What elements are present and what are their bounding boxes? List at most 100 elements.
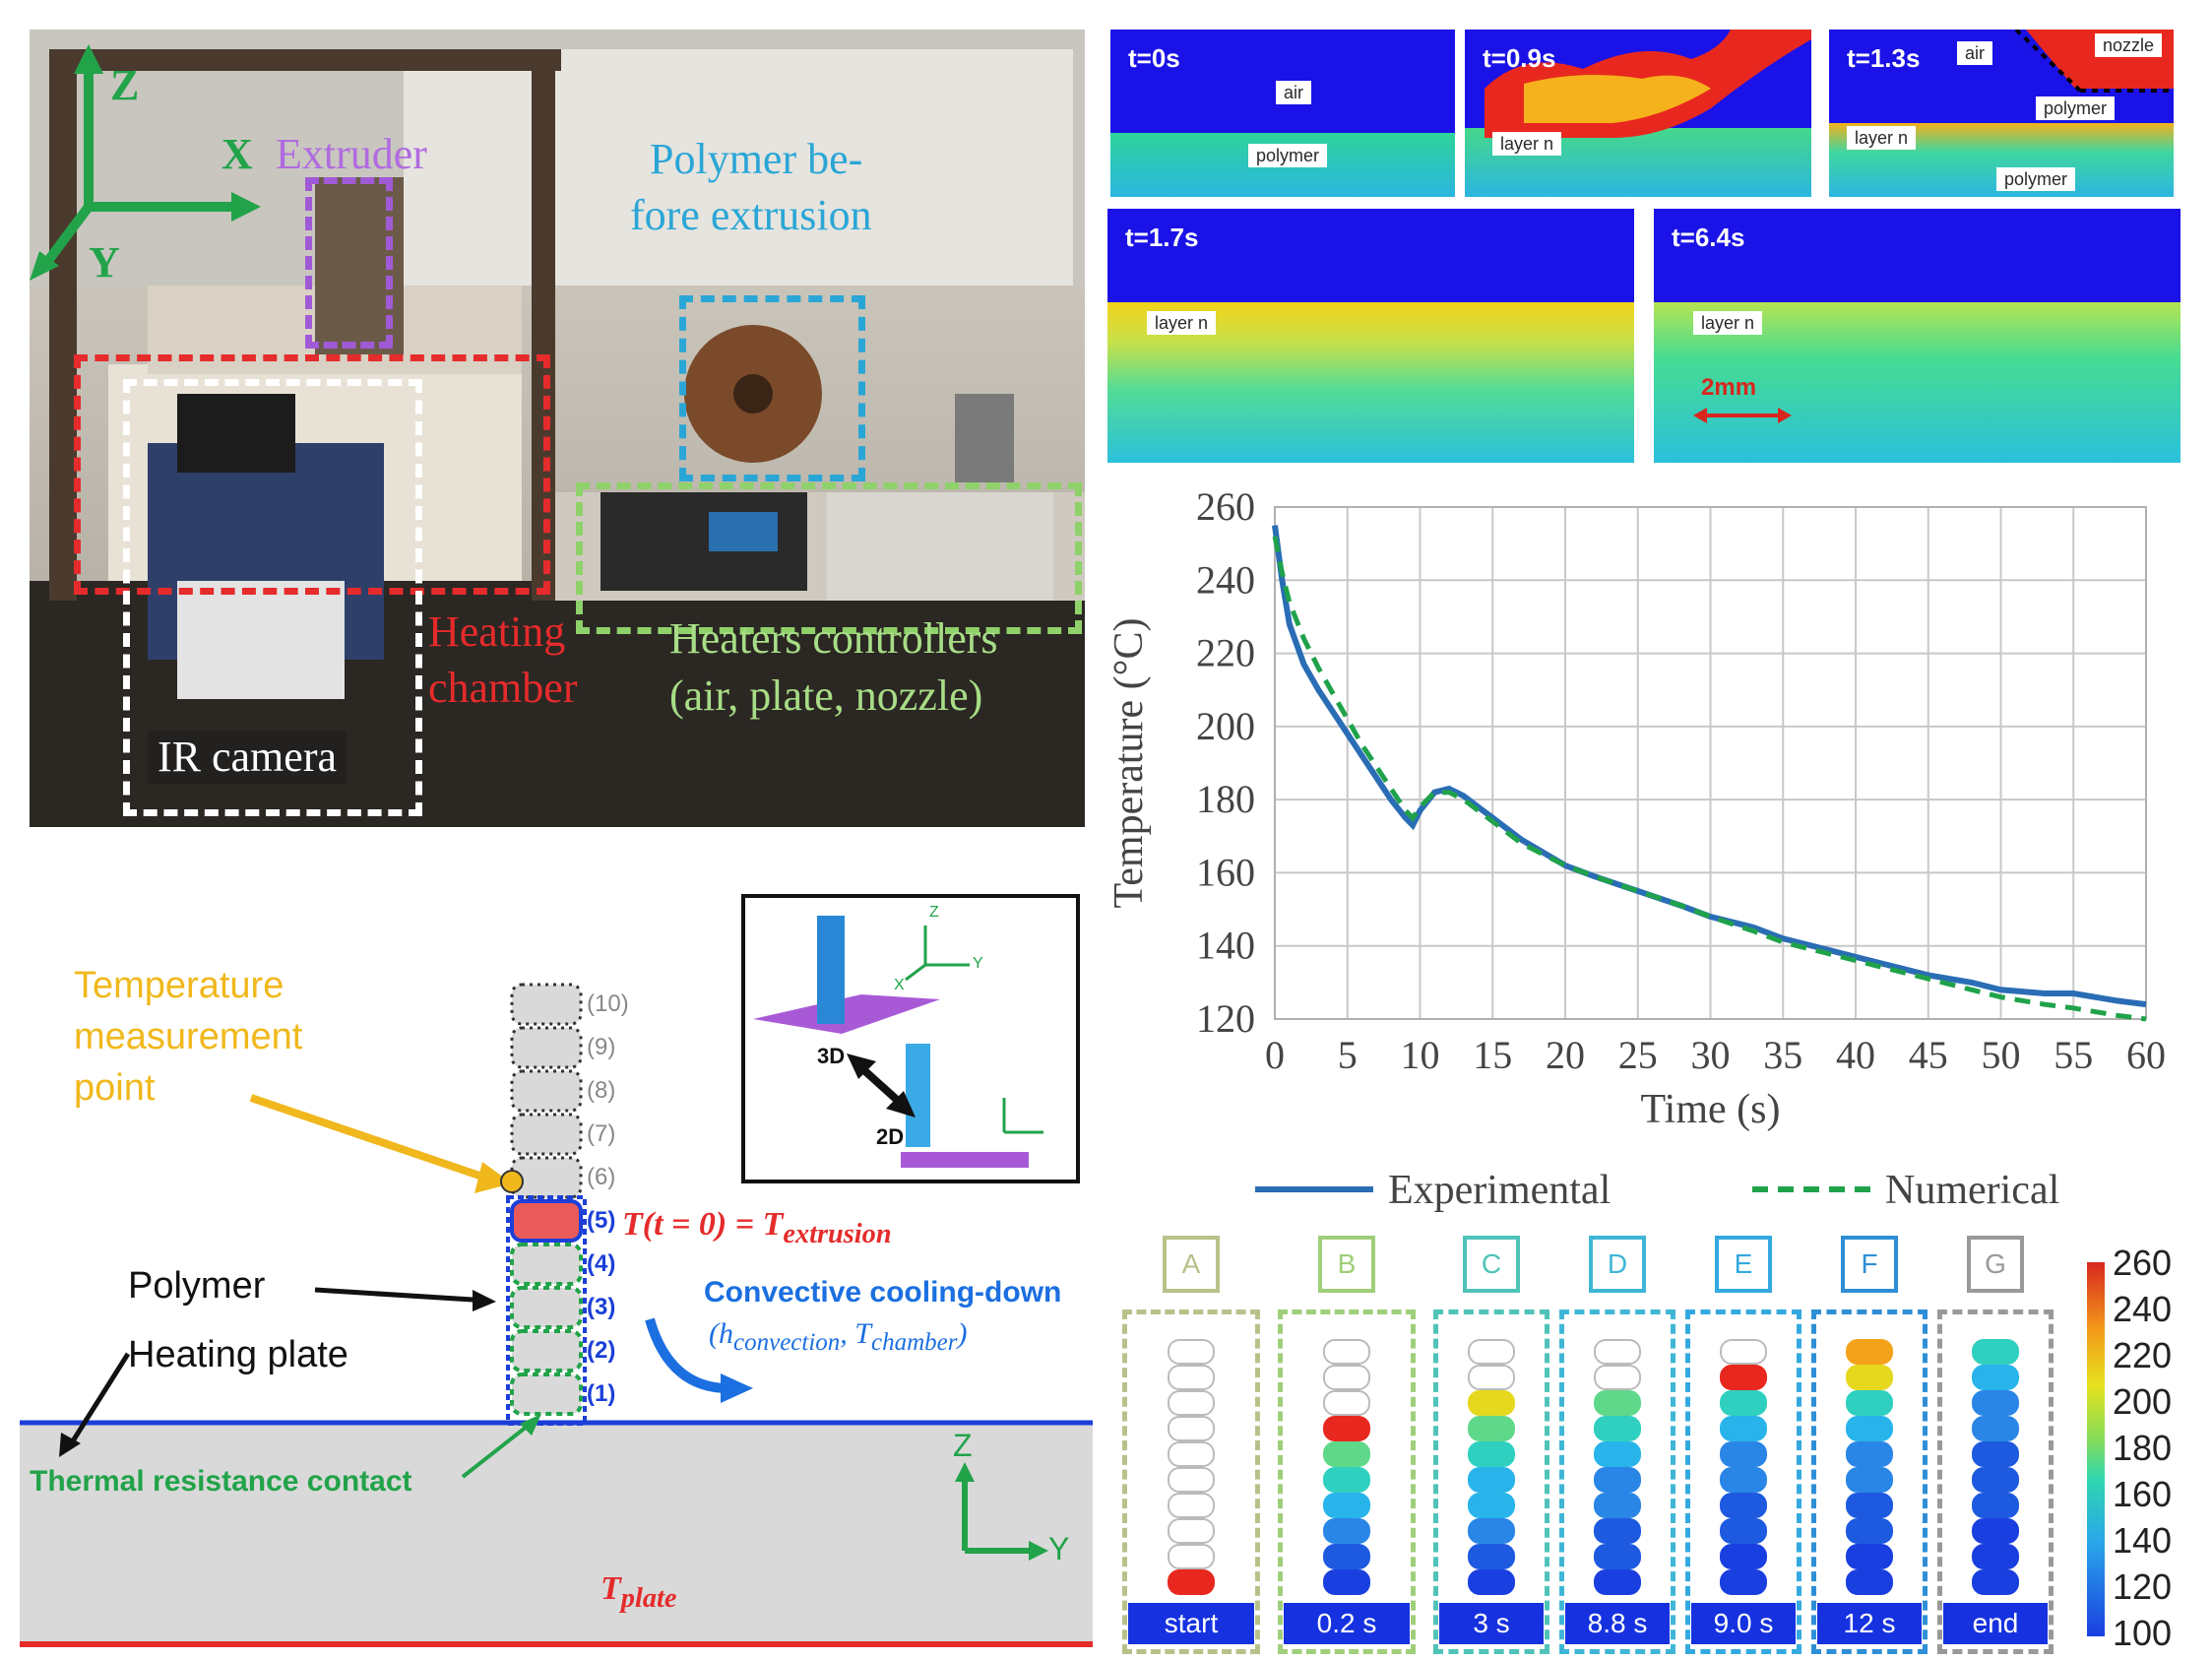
column-time-label: 12 s	[1817, 1603, 1922, 1644]
column-cell	[1846, 1441, 1893, 1467]
sim-tile-t64: t=6.4s layer n 2mm	[1654, 209, 2180, 463]
sim-tag-polymer: polymer	[2036, 96, 2116, 120]
heaters-controllers-box	[576, 482, 1082, 634]
column-cell	[1972, 1544, 2019, 1569]
thermal-contact-label: Thermal resistance contact	[30, 1465, 412, 1498]
column-cell	[1720, 1441, 1767, 1467]
polymer-before-label-2: fore extrusion	[630, 191, 872, 239]
column-cell	[1168, 1390, 1215, 1416]
column-cell	[1323, 1416, 1370, 1441]
scale-label: 2mm	[1701, 374, 1757, 401]
column-cell	[1168, 1339, 1215, 1365]
column-cell	[1168, 1518, 1215, 1544]
column-header: D	[1589, 1236, 1646, 1293]
x-tick-label: 30	[1691, 1033, 1731, 1077]
legend-label: Experimental	[1388, 1168, 1611, 1213]
ir-camera-label: IR camera	[148, 731, 347, 784]
sim-tag-nozzle: nozzle	[2095, 33, 2163, 57]
column-cell	[1323, 1493, 1370, 1518]
column-header: G	[1967, 1236, 2024, 1293]
column-cell	[1972, 1518, 2019, 1544]
column-cell	[1972, 1365, 2019, 1390]
schematic-layer-cell	[510, 1113, 583, 1156]
column-cell	[1594, 1518, 1641, 1544]
column-cell	[1168, 1416, 1215, 1441]
initial-temp-text: T(t = 0) = T	[622, 1206, 784, 1243]
convective-close: )	[957, 1317, 968, 1350]
layer-number: (6)	[587, 1164, 616, 1190]
column-cell	[1720, 1339, 1767, 1365]
convective-params: (hconvection, Tchamber)	[709, 1317, 967, 1357]
column-cell	[1323, 1518, 1370, 1544]
x-tick-label: 20	[1546, 1033, 1585, 1077]
column-cell	[1323, 1441, 1370, 1467]
column-cell	[1468, 1569, 1515, 1595]
plate-temp-sub: plate	[620, 1582, 677, 1614]
schematic-layer-cell	[510, 1329, 583, 1373]
column-cell	[1720, 1518, 1767, 1544]
y-tick-label: 200	[1196, 704, 1255, 748]
column-cell	[1846, 1569, 1893, 1595]
column-cell	[1468, 1339, 1515, 1365]
column-strip	[1937, 1309, 2054, 1654]
temp-point-label-2: measurement	[74, 1016, 303, 1057]
column-cell	[1468, 1544, 1515, 1569]
column-strip	[1811, 1309, 1928, 1654]
schematic-layer-cell	[510, 1069, 583, 1113]
schematic-layer-cell	[510, 1199, 583, 1243]
heating-chamber-label-2: chamber	[428, 664, 578, 712]
schematic-layer-cell	[510, 1026, 583, 1069]
sim-tag-polymer: polymer	[1248, 144, 1328, 167]
column-cell	[1168, 1569, 1215, 1595]
x-tick-label: 60	[2126, 1033, 2166, 1077]
layer-number: (8)	[587, 1077, 616, 1104]
x-tick-label: 45	[1909, 1033, 1948, 1077]
column-cell	[1594, 1467, 1641, 1493]
schematic-layer-cell	[510, 983, 583, 1026]
column-strip	[1122, 1309, 1260, 1654]
polymer-before-label-1: Polymer be-	[650, 135, 863, 183]
column-cell	[1972, 1467, 2019, 1493]
sim-time: t=1.3s	[1847, 43, 1921, 73]
column-cell	[1468, 1365, 1515, 1390]
column-time-label: 9.0 s	[1691, 1603, 1796, 1644]
column-cell	[1168, 1493, 1215, 1518]
y-tick-label: 160	[1196, 850, 1255, 894]
sim-tile-t17: t=1.7s layer n	[1107, 209, 1634, 463]
layer-number: (7)	[587, 1120, 616, 1147]
column-cell	[1168, 1544, 1215, 1569]
column-cell	[1720, 1390, 1767, 1416]
initial-temp-label: T(t = 0) = Textrusion	[622, 1206, 892, 1250]
column-cell	[1846, 1365, 1893, 1390]
column-strip	[1278, 1309, 1416, 1654]
setup-photo: Z X Y Extruder Polymer be- fore extrusio…	[30, 30, 1085, 827]
scale-arrow-icon	[1693, 408, 1792, 423]
sim-tile-t13: t=1.3s air nozzle polymer layer n polyme…	[1829, 30, 2174, 197]
column-cell	[1168, 1365, 1215, 1390]
column-cell	[1168, 1467, 1215, 1493]
extruder-box	[305, 177, 393, 349]
column-cell	[1594, 1544, 1641, 1569]
column-cell	[1846, 1339, 1893, 1365]
photo-axis-z: Z	[110, 61, 140, 109]
column-time-label: end	[1943, 1603, 2048, 1644]
column-header: A	[1163, 1236, 1220, 1293]
column-cell	[1720, 1544, 1767, 1569]
column-cell	[1594, 1569, 1641, 1595]
temp-point-label-1: Temperature	[74, 965, 284, 1006]
photo-axis-x: X	[221, 130, 253, 178]
column-cell	[1594, 1390, 1641, 1416]
sim-time: t=0s	[1128, 43, 1180, 73]
inset-3d-label: 3D	[817, 1044, 846, 1068]
x-tick-label: 0	[1265, 1033, 1285, 1077]
column-header: B	[1318, 1236, 1375, 1293]
column-time-label: 3 s	[1439, 1603, 1544, 1644]
column-header: F	[1841, 1236, 1898, 1293]
column-header: C	[1463, 1236, 1520, 1293]
layer-number: (9)	[587, 1034, 616, 1060]
column-cell	[1323, 1467, 1370, 1493]
sim-tag-layer: layer n	[1147, 311, 1217, 335]
x-axis-label: Time (s)	[1641, 1087, 1781, 1132]
colorbar-tick: 140	[2113, 1520, 2173, 1561]
